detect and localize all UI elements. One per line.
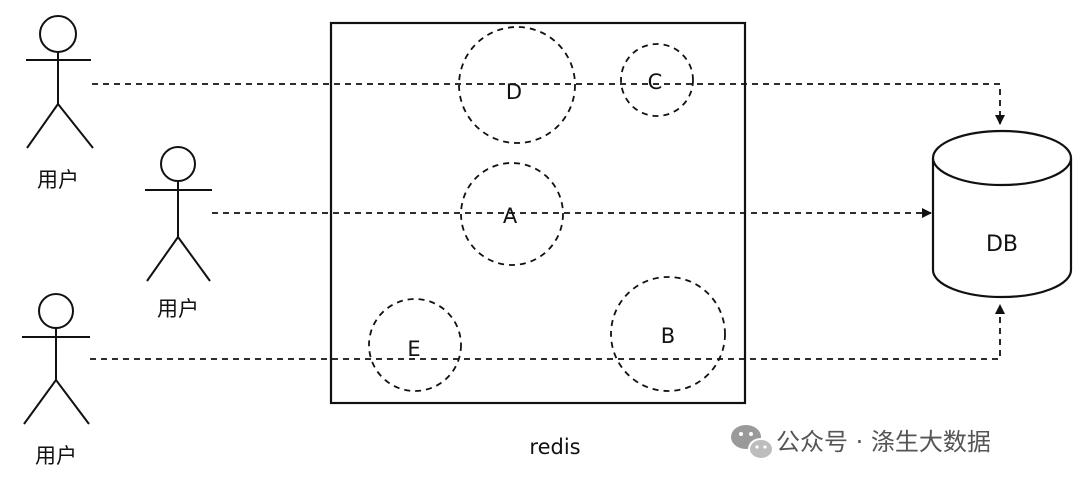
cache-key-a: A <box>460 162 564 266</box>
user-1-head <box>39 15 77 53</box>
cache-key-d: D <box>458 26 576 144</box>
database-cylinder: DB <box>931 129 1073 299</box>
cache-key-e-label: E <box>407 337 420 361</box>
wechat-icon <box>731 425 774 460</box>
user-2-label: 用户 <box>157 297 199 321</box>
user-3-head <box>38 293 74 329</box>
cache-key-e: E <box>368 298 462 392</box>
redis-label: redis <box>529 435 580 459</box>
cache-key-a-label: A <box>503 204 518 228</box>
user-figure-2 <box>145 146 212 282</box>
user-1-label: 用户 <box>37 168 79 192</box>
user-3-label: 用户 <box>35 444 77 468</box>
cache-key-d-label: D <box>506 80 522 104</box>
watermark-text: 公众号 · 涤生大数据 <box>776 428 991 456</box>
database-label: DB <box>986 232 1018 257</box>
cache-key-c: C <box>620 43 694 117</box>
cache-key-c-label: C <box>648 70 663 94</box>
user-figure-1 <box>26 15 94 149</box>
user-2-head <box>160 146 196 182</box>
cache-key-b: B <box>610 276 726 392</box>
request-line-top <box>92 83 1005 125</box>
cache-key-b-label: B <box>661 324 675 348</box>
user-figure-3 <box>22 293 90 425</box>
request-line-bottom <box>90 304 1005 360</box>
